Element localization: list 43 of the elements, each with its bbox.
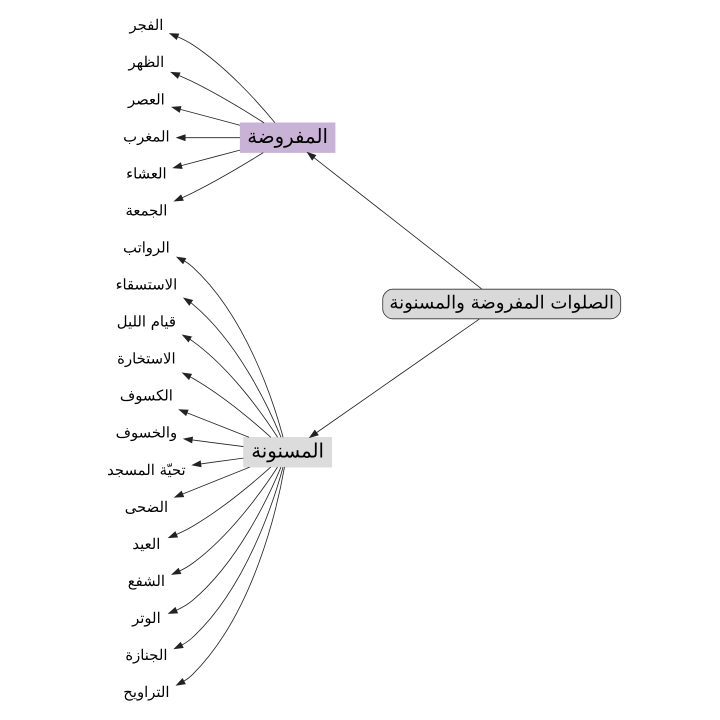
arrow <box>172 152 264 202</box>
arrow <box>308 318 480 438</box>
node-text: الظهر <box>128 54 164 72</box>
node-text: العشاء <box>126 165 166 182</box>
node-text: الاستسقاء <box>115 276 177 294</box>
node-text: قيام الليل <box>116 314 176 331</box>
arrow <box>178 409 249 438</box>
node-text: الرواتب <box>122 239 170 256</box>
arrow <box>167 466 281 614</box>
arrow <box>182 436 244 447</box>
node-text: الكسوف <box>119 388 172 405</box>
node-text: الضحى <box>124 498 168 516</box>
arrow <box>306 152 482 290</box>
arrow <box>174 466 284 686</box>
node-text: تحيّة المسجد <box>106 462 186 479</box>
node-text: العصر <box>128 91 164 108</box>
node-text: والخسوف <box>115 424 177 442</box>
arrow <box>175 256 284 438</box>
arrow <box>172 150 240 169</box>
arrow <box>173 466 250 498</box>
node-text: الاستخارة <box>116 350 176 368</box>
node-text: العيد <box>132 536 160 553</box>
node-text: التراويح <box>122 684 170 702</box>
arrow <box>172 466 283 650</box>
node-text: الوتر <box>132 610 160 628</box>
arrow <box>170 466 278 575</box>
arrow <box>175 134 240 142</box>
arrow <box>182 298 281 438</box>
node-box: المسنونة <box>242 437 332 468</box>
node-text: الشفع <box>127 572 165 590</box>
node-box: المفروضة <box>239 122 335 153</box>
node-text: الجمعة <box>124 202 167 220</box>
node-box: الصلوات المفروضة والمسنونة <box>382 288 621 320</box>
node-text: الجنازة <box>124 647 167 664</box>
arrow <box>170 106 240 126</box>
arrow <box>181 334 278 438</box>
arrow <box>168 33 275 123</box>
node-text: المغرب <box>122 128 170 146</box>
node-text: الفجر <box>128 17 163 34</box>
arrow <box>181 372 271 438</box>
arrow <box>167 466 271 538</box>
arrow <box>170 72 264 124</box>
arrow <box>190 458 244 468</box>
